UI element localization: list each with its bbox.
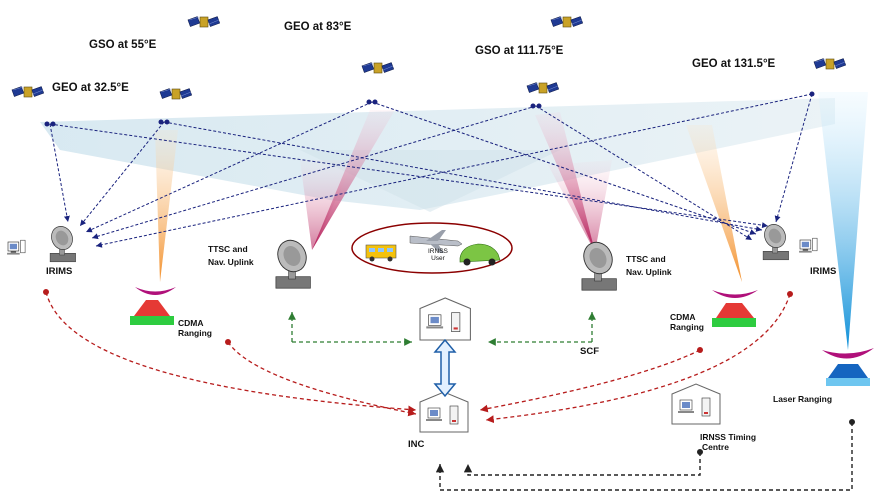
red-link-endpoints: [43, 289, 793, 353]
label-geo-32: GEO at 32.5°E: [52, 82, 129, 94]
satellite-gso-111b-icon: [526, 82, 560, 94]
ttc-left-beam-2: [300, 160, 355, 250]
label-timing-line2: Centre: [702, 442, 729, 452]
label-cdma-right-line1: CDMA: [670, 312, 696, 322]
cdma-left-dish-icon: [130, 287, 176, 325]
label-scf: SCF: [580, 346, 599, 357]
red-links: [45, 291, 791, 424]
label-gso-111: GSO at 111.75°E: [475, 45, 564, 57]
label-user-line1: IRNSS: [428, 248, 448, 255]
scf-inc-double-arrow: [433, 338, 457, 398]
label-irims-right: IRIMS: [810, 266, 837, 277]
laser-ranging-station-icon: [822, 348, 874, 386]
green-links: [288, 312, 596, 346]
signal-lines: [49, 93, 813, 248]
label-irims-left: IRIMS: [46, 266, 73, 277]
irims-right-antenna-icon: [760, 220, 790, 261]
satellite-geo-32-icon: [11, 86, 45, 98]
label-cdma-left-line1: CDMA: [178, 318, 204, 328]
cdma-right-beam: [686, 125, 742, 282]
satellite-beacons: [44, 91, 815, 127]
label-cdma-left-line2: Ranging: [178, 328, 212, 338]
label-timing-line1: IRNSS Timing: [700, 432, 757, 442]
label-ttc-right: TTSC and Nav. Uplink: [626, 254, 672, 277]
label-timing-centre: IRNSS Timing Centre: [700, 432, 756, 452]
inc-building-icon: [419, 391, 469, 433]
irims-left-computer-icon: [6, 239, 26, 256]
label-laser-ranging: Laser Ranging: [773, 394, 833, 404]
label-cdma-left: CDMA Ranging: [178, 318, 212, 338]
label-cdma-right: CDMA Ranging: [670, 312, 704, 332]
satellite-geo-83-icon: [361, 62, 395, 74]
car-icon: [459, 243, 501, 266]
label-ttc-left-line1: TTSC and: [208, 244, 248, 254]
satellite-geo-131-icon: [813, 58, 847, 70]
aircraft-icon: [409, 230, 463, 253]
ttc-right-antenna-icon: [578, 237, 618, 291]
timing-centre-building-icon: [671, 383, 721, 425]
label-geo-83: GEO at 83°E: [284, 21, 352, 33]
scf-building-icon: [419, 297, 471, 341]
label-irnss-user: IRNSS User: [428, 248, 448, 262]
label-cdma-right-line2: Ranging: [670, 322, 704, 332]
timing-link-endpoints: [697, 419, 855, 455]
label-gso-55: GSO at 55°E: [89, 39, 157, 51]
satellite-gso-111-icon: [550, 16, 584, 28]
label-inc: INC: [408, 439, 425, 450]
label-ttc-left: TTSC and Nav. Uplink: [208, 244, 254, 267]
timing-links: [435, 422, 853, 491]
irims-left-antenna-icon: [47, 222, 77, 263]
ttc-left-antenna-icon: [272, 235, 312, 289]
irims-right-computer-icon: [798, 237, 818, 254]
cdma-right-dish-icon: [712, 290, 758, 327]
label-user-line2: User: [431, 255, 445, 262]
laser-ranging-beam: [818, 92, 868, 350]
bus-icon: [365, 244, 397, 262]
coverage-overlap: [300, 150, 560, 212]
label-geo-131: GEO at 131.5°E: [692, 58, 776, 70]
label-ttc-right-line2: Nav. Uplink: [626, 267, 672, 277]
satellite-geo-32b-icon: [159, 88, 193, 100]
user-segment-ellipse: [351, 222, 513, 274]
ttc-left-beam-1: [312, 110, 395, 250]
ttc-right-beam-2: [548, 160, 612, 252]
cdma-left-beam: [155, 130, 178, 282]
satellite-gso-55-icon: [187, 16, 221, 28]
label-ttc-left-line2: Nav. Uplink: [208, 257, 254, 267]
label-ttc-right-line1: TTSC and: [626, 254, 666, 264]
